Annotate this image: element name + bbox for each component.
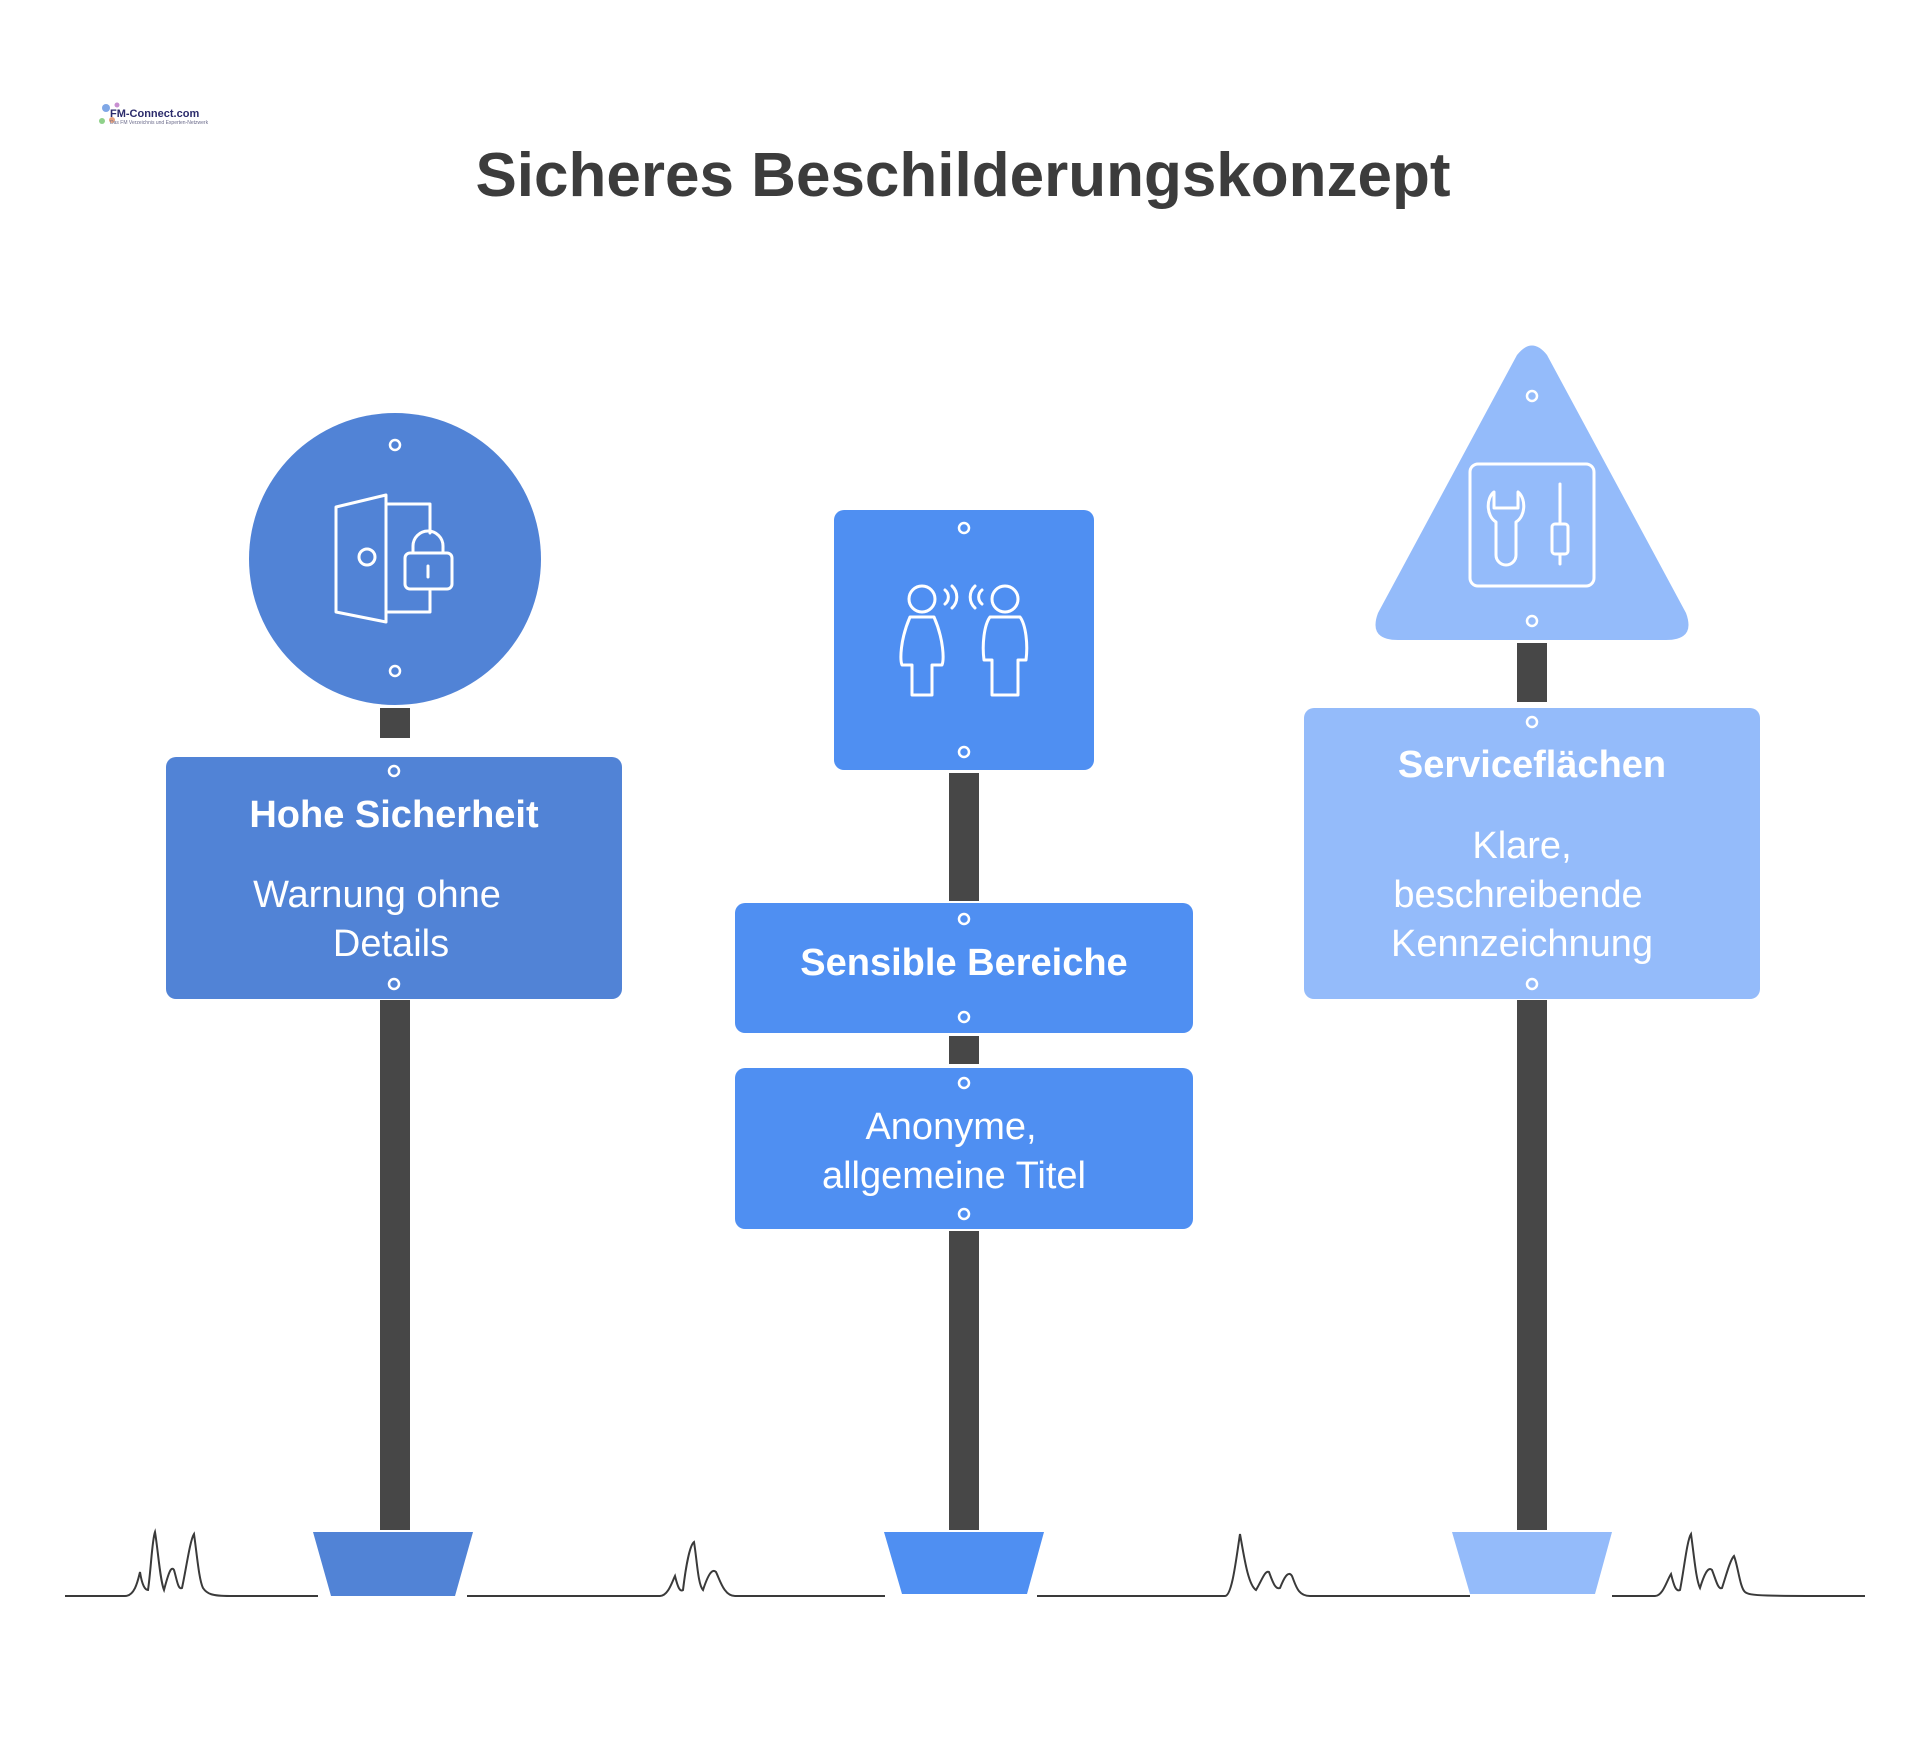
logo-mark-icon bbox=[99, 102, 120, 124]
post-base bbox=[1452, 1532, 1612, 1594]
post-middle bbox=[949, 1036, 979, 1064]
circle-sign bbox=[249, 413, 541, 705]
sign-hole bbox=[957, 912, 971, 926]
info-panel-heading bbox=[735, 903, 1193, 1033]
sign-hohe-sicherheit: Hohe Sicherheit Warnung ohne Details bbox=[166, 413, 622, 1596]
sign-hole bbox=[388, 438, 402, 452]
logo-tagline: Das FM Verzeichnis und Experten-Netzwerk bbox=[110, 120, 209, 126]
sign-hole bbox=[957, 1207, 971, 1221]
sign-text-line: Klare, bbox=[1472, 825, 1571, 867]
post-lower bbox=[1517, 1000, 1547, 1530]
post-upper bbox=[380, 708, 410, 738]
sign-text-line: beschreibende bbox=[1393, 874, 1642, 916]
sign-sensible-bereiche: Sensible Bereiche Anonyme, allgemeine Ti… bbox=[735, 510, 1193, 1594]
sign-hole bbox=[957, 1076, 971, 1090]
sign-text-line: Anonyme, bbox=[865, 1106, 1036, 1148]
info-panel-text bbox=[735, 1068, 1193, 1229]
post-lower bbox=[949, 1231, 979, 1530]
page-title: Sicheres Beschilderungskonzept bbox=[475, 141, 1450, 210]
logo: FM-Connect.com Das FM Verzeichnis und Ex… bbox=[99, 102, 209, 126]
sign-hole bbox=[957, 1010, 971, 1024]
info-panel bbox=[166, 757, 622, 999]
sign-text-line: Details bbox=[333, 923, 449, 965]
post-upper bbox=[949, 773, 979, 901]
sign-text-line: Warnung ohne bbox=[253, 874, 501, 916]
post-lower bbox=[380, 1000, 410, 1530]
sign-serviceflaechen: Serviceflächen Klare, beschreibende Kenn… bbox=[1304, 345, 1760, 1594]
sign-hole bbox=[1525, 977, 1539, 991]
sign-hole bbox=[387, 977, 401, 991]
post-base bbox=[884, 1532, 1044, 1594]
people-talking-icon bbox=[899, 584, 1029, 697]
sign-text-line: allgemeine Titel bbox=[822, 1155, 1086, 1197]
triangle-sign bbox=[1375, 345, 1689, 640]
sign-hole bbox=[387, 764, 401, 778]
sign-heading: Hohe Sicherheit bbox=[249, 794, 539, 836]
ground bbox=[65, 1528, 1866, 1597]
square-sign bbox=[834, 510, 1094, 770]
logo-name: FM-Connect.com bbox=[110, 108, 199, 120]
sign-hole bbox=[1525, 715, 1539, 729]
info-panel bbox=[1304, 708, 1760, 999]
sign-hole bbox=[1525, 614, 1539, 628]
sign-hole bbox=[957, 745, 971, 759]
sign-hole bbox=[388, 664, 402, 678]
sign-text-line: Kennzeichnung bbox=[1391, 923, 1653, 965]
tools-icon bbox=[1468, 462, 1596, 588]
sign-heading: Serviceflächen bbox=[1398, 744, 1666, 786]
sign-hole bbox=[1525, 389, 1539, 403]
post-base bbox=[313, 1532, 473, 1596]
sign-heading: Sensible Bereiche bbox=[800, 942, 1127, 984]
sign-hole bbox=[957, 521, 971, 535]
door-lock-icon bbox=[334, 493, 454, 624]
post-upper bbox=[1517, 643, 1547, 702]
